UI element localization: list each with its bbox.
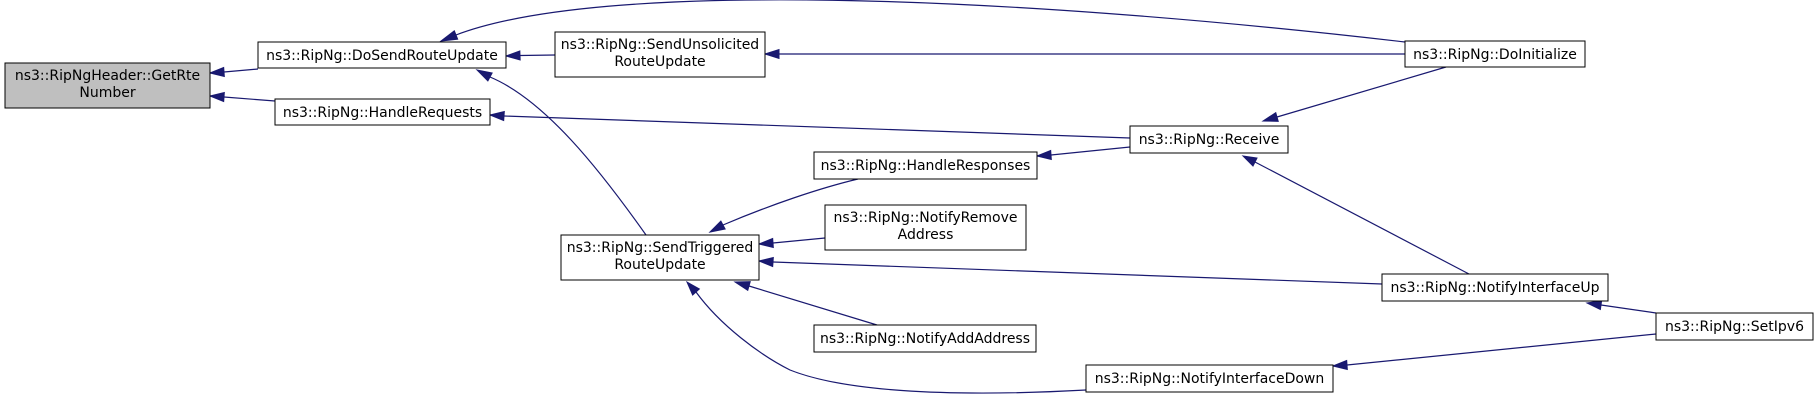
arrowhead-icon: [757, 237, 774, 249]
edge-line: [223, 96, 276, 102]
arrowhead-icon: [208, 66, 225, 78]
node-box: [554, 31, 766, 78]
edge-line: [1050, 146, 1131, 156]
node-getrte-number[interactable]: ns3::RipNgHeader::GetRte Number: [4, 62, 211, 109]
node-label: ns3::RipNg::HandleRequests: [283, 105, 482, 121]
edge-line: [489, 76, 647, 236]
edge-line: [1600, 304, 1657, 314]
node-send-unsolicited-route-update[interactable]: ns3::RipNg::SendUnsolicited RouteUpdate: [554, 31, 766, 78]
node-box: [813, 324, 1037, 353]
node-box: [1381, 273, 1609, 302]
node-label: ns3::RipNg::NotifyInterfaceDown: [1095, 371, 1325, 387]
arrowhead-icon: [685, 280, 701, 296]
edge-line: [772, 261, 1383, 285]
node-label: ns3::RipNg::DoInitialize: [1413, 47, 1577, 63]
node-notify-remove-address[interactable]: ns3::RipNg::NotifyRemove Address: [824, 204, 1027, 251]
edge-line: [223, 68, 259, 73]
node-notify-interface-down[interactable]: ns3::RipNg::NotifyInterfaceDown: [1085, 364, 1334, 393]
arrowhead-icon: [757, 256, 774, 268]
node-handle-requests[interactable]: ns3::RipNg::HandleRequests: [274, 98, 491, 126]
edge-notifyadd-to-sendtrig: [733, 281, 878, 326]
edge-ifup-to-sendtrig: [757, 256, 1383, 285]
node-label: ns3::RipNg::Receive: [1139, 132, 1280, 148]
arrowhead-icon: [488, 110, 505, 122]
edge-setipv6-to-ifdown: [1331, 333, 1657, 371]
node-box: [1404, 40, 1586, 68]
node-box: [560, 234, 760, 281]
node-notify-interface-up[interactable]: ns3::RipNg::NotifyInterfaceUp: [1381, 273, 1609, 302]
node-label: ns3::RipNg::NotifyRemove: [833, 210, 1017, 226]
arrowhead-icon: [1585, 299, 1603, 311]
node-do-send-route-update[interactable]: ns3::RipNg::DoSendRouteUpdate: [257, 41, 507, 69]
edge-doinit-to-sendunsol: [763, 48, 1405, 60]
arrowhead-icon: [733, 281, 751, 292]
arrowhead-icon: [439, 30, 459, 42]
edge-line: [1346, 333, 1657, 366]
edge-line: [695, 291, 1087, 394]
edge-sendunsol-to-dosend: [504, 50, 556, 61]
edge-line: [722, 178, 859, 226]
node-box: [257, 41, 507, 69]
node-label: RouteUpdate: [614, 257, 705, 273]
node-label: Address: [898, 227, 954, 243]
edge-notifyremove-to-sendtrig: [757, 237, 826, 249]
arrowhead-icon: [1241, 155, 1258, 167]
edge-handlereq-to-getrte: [208, 91, 276, 103]
arrowhead-icon: [1035, 149, 1052, 161]
node-handle-responses[interactable]: ns3::RipNg::HandleResponses: [813, 151, 1038, 180]
arrowhead-icon: [475, 69, 493, 82]
node-receive[interactable]: ns3::RipNg::Receive: [1129, 125, 1289, 154]
node-label: ns3::RipNg::SendTriggered: [567, 240, 754, 256]
node-label: ns3::RipNg::HandleResponses: [821, 158, 1031, 174]
node-do-initialize[interactable]: ns3::RipNg::DoInitialize: [1404, 40, 1586, 68]
arrowhead-icon: [1331, 359, 1348, 371]
edge-line: [1254, 161, 1470, 275]
edge-doinit-to-dosend: [439, 0, 1406, 43]
edge-ifdown-to-sendtrig: [685, 280, 1087, 394]
node-label: ns3::RipNgHeader::GetRte: [15, 68, 200, 84]
edge-setipv6-to-ifup: [1585, 299, 1657, 314]
node-label: Number: [79, 85, 135, 101]
node-label: ns3::RipNg::NotifyAddAddress: [820, 331, 1030, 347]
edge-line: [748, 285, 878, 326]
edge-sendtrig-to-dosend: [475, 69, 647, 236]
edge-ifup-to-receive: [1241, 155, 1470, 275]
edge-line: [1276, 66, 1447, 118]
arrowhead-icon: [504, 50, 521, 61]
node-box: [1655, 312, 1814, 341]
edge-dosend-to-getrte: [208, 66, 259, 78]
node-label: ns3::RipNg::SendUnsolicited: [561, 37, 759, 53]
edge-layer: [208, 0, 1657, 394]
edge-receive-to-handleresp: [1035, 146, 1131, 161]
node-box: [274, 98, 491, 126]
node-box: [824, 204, 1027, 251]
edge-handleresp-to-sendtrig: [708, 178, 859, 233]
node-box: [1085, 364, 1334, 393]
node-set-ipv6[interactable]: ns3::RipNg::SetIpv6: [1655, 312, 1814, 341]
node-notify-add-address[interactable]: ns3::RipNg::NotifyAddAddress: [813, 324, 1037, 353]
edge-receive-to-handlereq: [488, 110, 1131, 139]
arrowhead-icon: [708, 220, 726, 233]
arrowhead-icon: [763, 48, 780, 60]
edge-receive-to-doinit: [1261, 66, 1447, 122]
node-box: [813, 151, 1038, 180]
arrowhead-icon: [1261, 111, 1279, 122]
edge-line: [503, 115, 1131, 139]
node-box: [1129, 125, 1289, 154]
node-label: ns3::RipNg::DoSendRouteUpdate: [266, 48, 498, 64]
node-label: ns3::RipNg::NotifyInterfaceUp: [1390, 280, 1599, 296]
node-label: RouteUpdate: [614, 54, 705, 70]
edge-line: [772, 237, 826, 244]
node-send-triggered-route-update[interactable]: ns3::RipNg::SendTriggered RouteUpdate: [560, 234, 760, 281]
edge-line: [455, 0, 1406, 43]
edge-line: [519, 54, 556, 57]
node-label: ns3::RipNg::SetIpv6: [1665, 319, 1804, 335]
node-box: [4, 62, 211, 109]
arrowhead-icon: [208, 91, 225, 103]
node-layer: ns3::RipNgHeader::GetRte Number ns3::Rip…: [4, 31, 1814, 393]
